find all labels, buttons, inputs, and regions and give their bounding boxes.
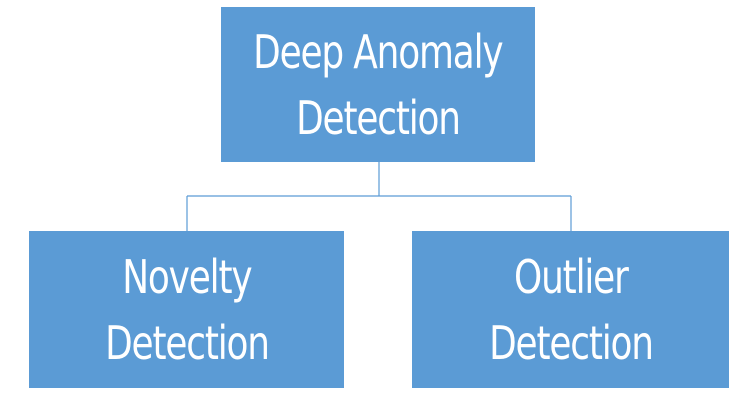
- child-node-label-line1: Outlier: [513, 249, 629, 304]
- root-node-deep-anomaly-detection: Deep Anomaly Detection: [221, 7, 535, 162]
- root-node-label-line1: Deep Anomaly: [253, 24, 503, 79]
- child-node-label-line2: Detection: [104, 315, 270, 370]
- child-node-label-line2: Detection: [488, 315, 654, 370]
- child-node-label-line1: Novelty: [121, 249, 252, 304]
- child-node-outlier-detection: Outlier Detection: [412, 231, 729, 388]
- root-node-label-line2: Detection: [296, 90, 461, 145]
- child-node-novelty-detection: Novelty Detection: [29, 231, 344, 388]
